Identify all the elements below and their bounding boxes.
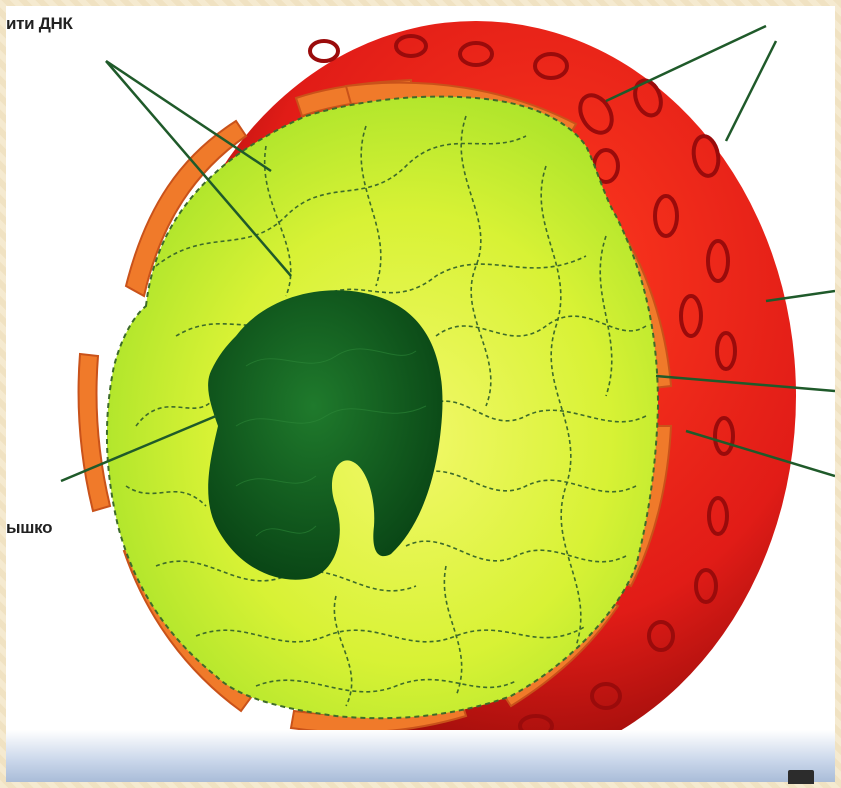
diagram-panel: ити ДНК ышко [6, 6, 835, 782]
cell-nucleus-diagram [6, 6, 835, 782]
label-dna-threads: ити ДНК [6, 14, 73, 34]
label-nucleolus: ышко [6, 518, 52, 538]
bottom-band [6, 730, 835, 782]
corner-mark [788, 770, 814, 784]
